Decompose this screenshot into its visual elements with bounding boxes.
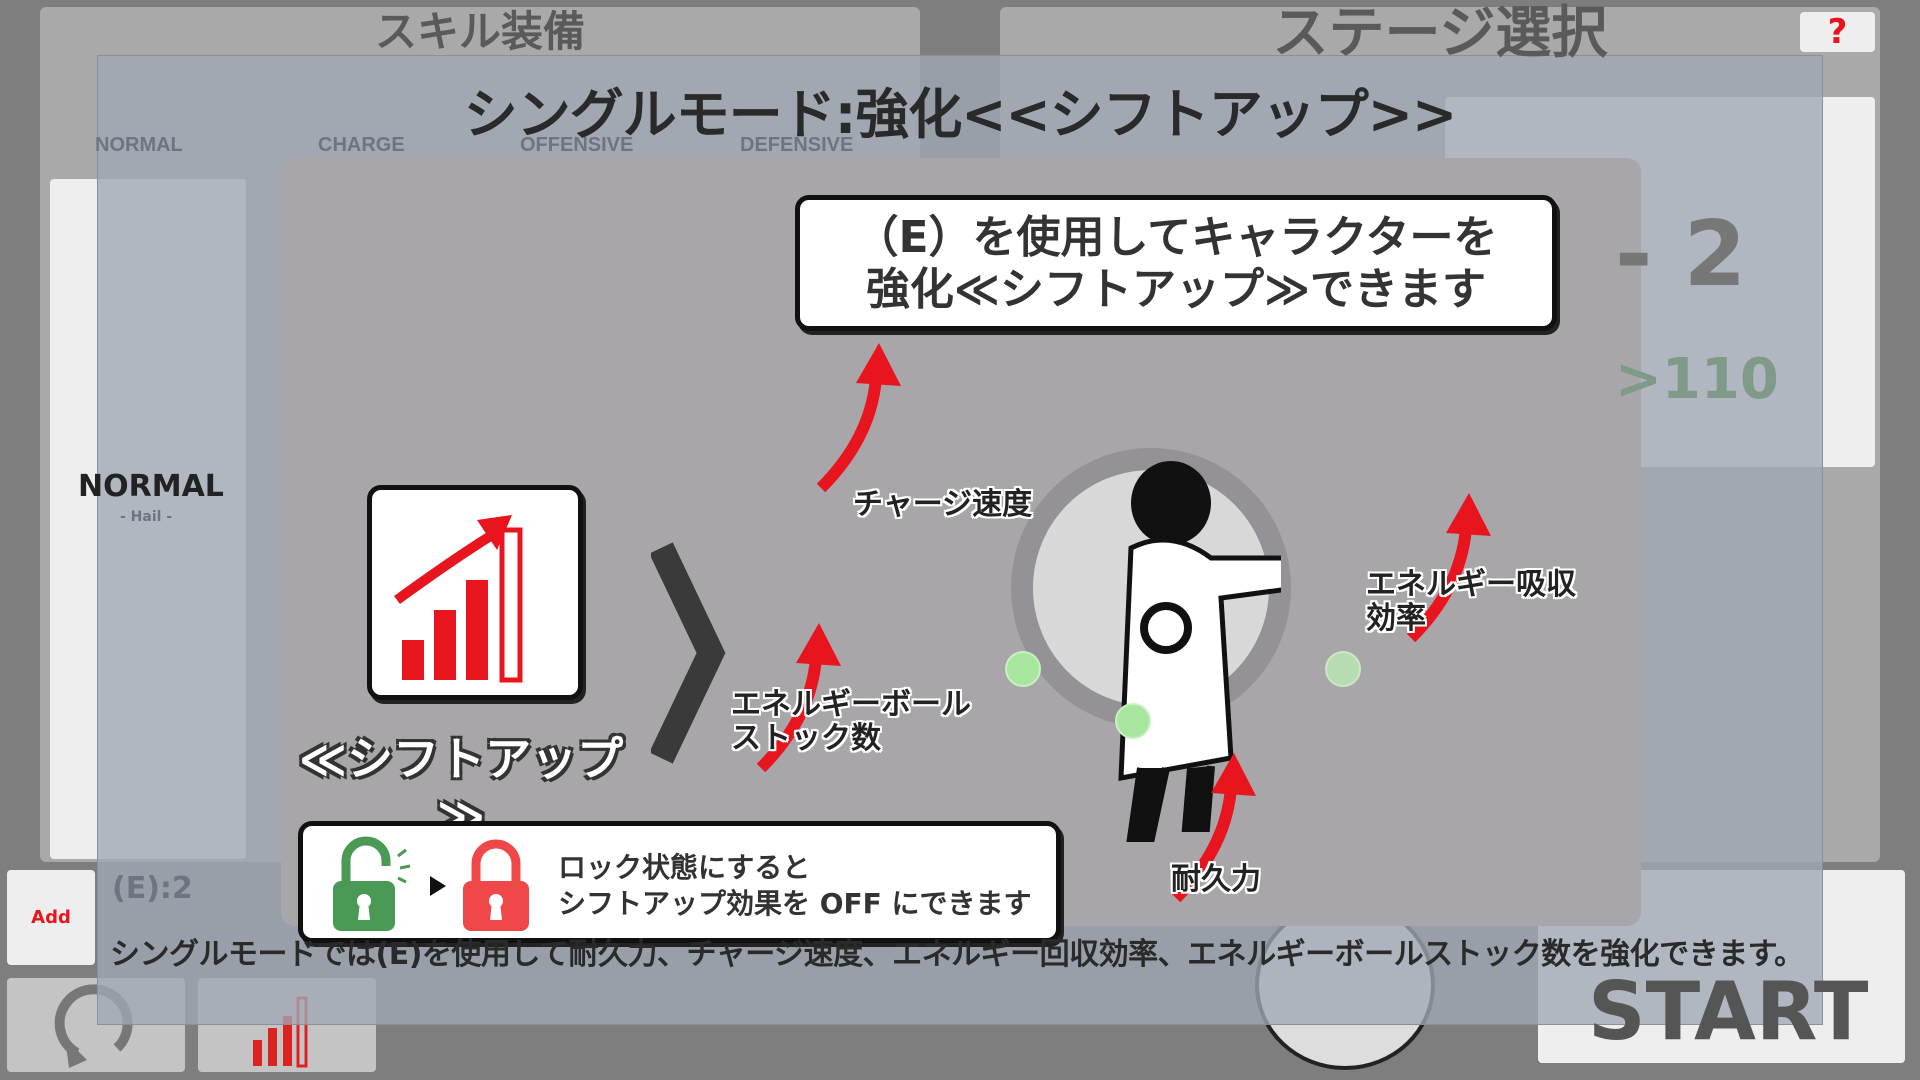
callout-line1: （E）を使用してキャラクターを <box>854 212 1498 263</box>
skill-tab-defensive[interactable]: DEFENSIVE <box>740 134 854 156</box>
label-ball-stock: エネルギーボール ストック数 <box>731 688 971 756</box>
help-button[interactable]: ? <box>1800 12 1875 52</box>
skill-tab-normal[interactable]: NORMAL <box>95 134 183 156</box>
stage-number: - 2 <box>1615 202 1747 307</box>
shiftup-icon-box <box>367 485 583 700</box>
energy-orb <box>1115 703 1151 739</box>
skill-card-sub: - Hail - <box>120 509 173 525</box>
label-ball-stock-line2: ストック数 <box>731 721 881 756</box>
arrow-up-icon <box>1406 493 1491 643</box>
lock-info-line1: ロック状態にすると <box>558 851 811 884</box>
lock-info-line2: シフトアップ効果を OFF にできます <box>558 887 1032 920</box>
tutorial-image: （E）を使用してキャラクターを 強化≪シフトアップ≫できます ≪シフトアップ≫ … <box>281 158 1641 943</box>
unlocked-lock-icon <box>333 836 411 931</box>
label-ball-stock-line1: エネルギーボール <box>731 687 971 722</box>
tutorial-modal: シングルモード:強化<<シフトアップ>> （E）を使用してキャラクターを 強化≪… <box>97 55 1823 1025</box>
arrow-right-icon <box>430 876 446 896</box>
energy-orb <box>1005 651 1041 687</box>
label-absorb-line1: エネルギー吸収 <box>1366 567 1576 602</box>
skill-card-name: NORMAL <box>78 469 224 504</box>
modal-description: シングルモードでは(E)を使用して耐久力、チャージ速度、エネルギー回収効率、エネ… <box>110 937 1804 972</box>
modal-title: シングルモード:強化<<シフトアップ>> <box>463 83 1458 146</box>
label-absorb-efficiency: エネルギー吸収 効率 <box>1366 568 1576 636</box>
label-durability: 耐久力 <box>1171 862 1261 897</box>
start-label: START <box>1588 965 1869 1058</box>
callout-line2: 強化≪シフトアップ≫できます <box>865 264 1487 315</box>
add-button[interactable]: Add <box>7 870 95 965</box>
locked-lock-icon <box>463 839 529 931</box>
character-figure <box>1118 461 1281 842</box>
lock-info-text: ロック状態にすると シフトアップ効果を OFF にできます <box>558 850 1032 922</box>
top-callout: （E）を使用してキャラクターを 強化≪シフトアップ≫できます <box>795 195 1557 331</box>
skill-tab-offensive[interactable]: OFFENSIVE <box>520 134 634 156</box>
label-absorb-line2: 効率 <box>1366 601 1426 636</box>
arrow-up-icon <box>1171 753 1256 903</box>
shiftup-bars-icon <box>394 515 523 683</box>
skill-panel-title: スキル装備 <box>374 7 585 56</box>
stage-value: >110 <box>1615 347 1779 412</box>
lock-info-box: ロック状態にすると シフトアップ効果を OFF にできます <box>298 821 1061 943</box>
energy-readout: (E):2 <box>112 871 193 906</box>
reset-icon <box>54 984 133 1068</box>
arrow-up-icon <box>816 343 901 493</box>
stage-panel-title: ステージ選択 <box>1272 1 1608 66</box>
skill-tab-charge[interactable]: CHARGE <box>318 134 405 156</box>
arrow-up-icon <box>756 623 841 773</box>
chevron-right-icon <box>651 542 726 764</box>
label-charge-speed: チャージ速度 <box>853 487 1033 522</box>
energy-orb <box>1325 651 1361 687</box>
